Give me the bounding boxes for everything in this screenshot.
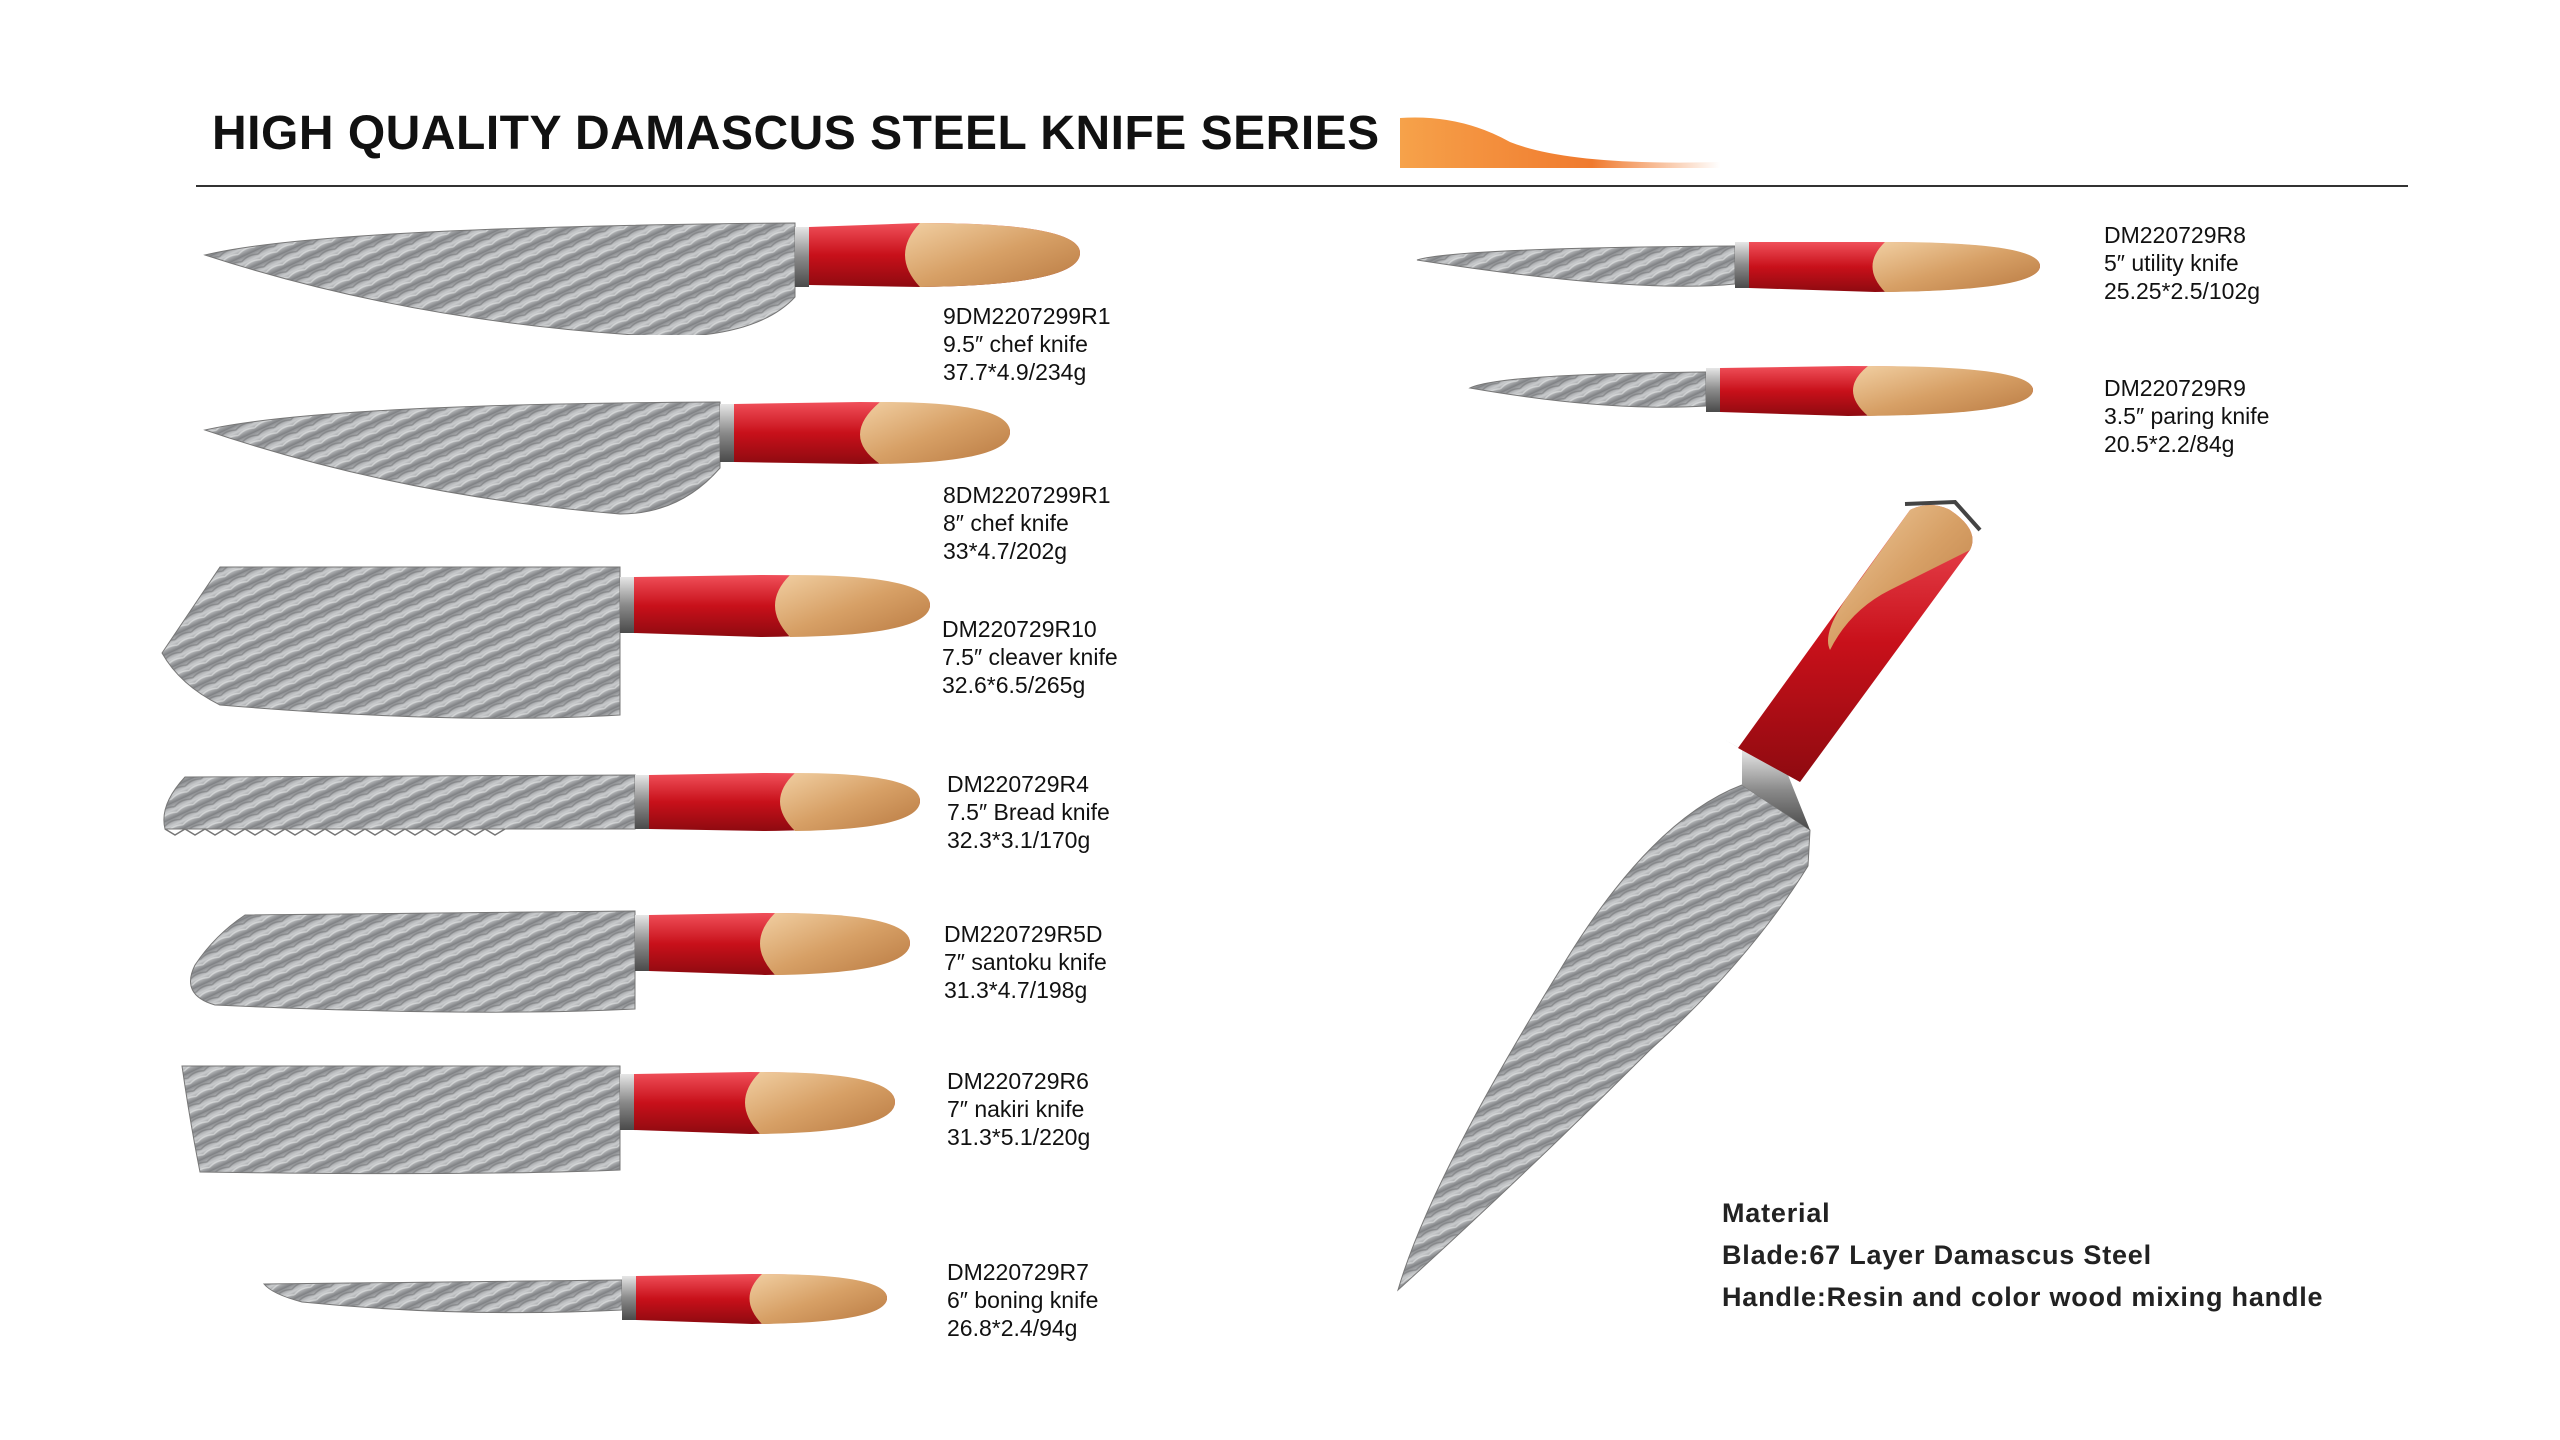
knife-spec-1: 9DM2207299R1 9.5″ chef knife 37.7*4.9/23… <box>943 302 1111 386</box>
knife-dimensions: 31.3*5.1/220g <box>947 1124 1091 1150</box>
paring-knife-icon <box>1468 362 2038 422</box>
nakiri-knife-icon <box>180 1062 900 1182</box>
page-title: HIGH QUALITY DAMASCUS STEEL KNIFE SERIES <box>212 107 1380 160</box>
knife-spec-5: DM220729R5D 7″ santoku knife 31.3*4.7/19… <box>944 920 1107 1004</box>
utility-knife-icon <box>1415 238 2045 298</box>
knife-name: 8″ chef knife <box>943 510 1069 536</box>
knife-model: 8DM2207299R1 <box>943 482 1111 508</box>
knife-spec-4: DM220729R4 7.5″ Bread knife 32.3*3.1/170… <box>947 770 1110 854</box>
knife-name: 3.5″ paring knife <box>2104 403 2270 429</box>
chef-knife-icon <box>200 215 1090 335</box>
knife-spec-7: DM220729R7 6″ boning knife 26.8*2.4/94g <box>947 1258 1098 1342</box>
header-divider <box>196 185 2408 187</box>
knife-model: DM220729R9 <box>2104 375 2246 401</box>
knife-dimensions: 20.5*2.2/84g <box>2104 431 2235 457</box>
material-handle: Handle:Resin and color wood mixing handl… <box>1722 1282 2324 1312</box>
knife-dimensions: 33*4.7/202g <box>943 538 1068 564</box>
bread-knife-icon <box>155 765 925 845</box>
knife-name: 7″ nakiri knife <box>947 1096 1085 1122</box>
knife-spec-2: 8DM2207299R1 8″ chef knife 33*4.7/202g <box>943 481 1111 565</box>
knife-model: DM220729R6 <box>947 1068 1089 1094</box>
material-info: Material Blade:67 Layer Damascus Steel H… <box>1722 1192 2323 1318</box>
santoku-knife-icon <box>175 905 915 1025</box>
chef-knife-icon <box>200 396 1020 516</box>
material-heading: Material <box>1722 1198 1831 1228</box>
decorative-wave <box>1400 117 1720 168</box>
knife-dimensions: 25.25*2.5/102g <box>2104 278 2261 304</box>
knife-dimensions: 32.3*3.1/170g <box>947 827 1091 853</box>
knife-spec-9: DM220729R9 3.5″ paring knife 20.5*2.2/84… <box>2104 374 2269 458</box>
knife-dimensions: 31.3*4.7/198g <box>944 977 1088 1003</box>
knife-name: 9.5″ chef knife <box>943 331 1088 357</box>
knife-name: 7.5″ Bread knife <box>947 799 1110 825</box>
knife-name: 7″ santoku knife <box>944 949 1107 975</box>
knife-model: 9DM2207299R1 <box>943 303 1111 329</box>
knife-spec-6: DM220729R6 7″ nakiri knife 31.3*5.1/220g <box>947 1067 1090 1151</box>
knife-name: 5″ utility knife <box>2104 250 2239 276</box>
knife-dimensions: 37.7*4.9/234g <box>943 359 1087 385</box>
cleaver-icon <box>160 565 940 725</box>
knife-spec-8: DM220729R8 5″ utility knife 25.25*2.5/10… <box>2104 221 2260 305</box>
knife-spec-3: DM220729R10 7.5″ cleaver knife 32.6*6.5/… <box>942 615 1118 699</box>
material-blade: Blade:67 Layer Damascus Steel <box>1722 1240 2152 1270</box>
knife-name: 7.5″ cleaver knife <box>942 644 1118 670</box>
knife-name: 6″ boning knife <box>947 1287 1099 1313</box>
boning-knife-icon <box>262 1268 892 1328</box>
featured-chef-knife-icon <box>1390 490 2010 1305</box>
knife-dimensions: 32.6*6.5/265g <box>942 672 1086 698</box>
knife-model: DM220729R5D <box>944 921 1103 947</box>
knife-dimensions: 26.8*2.4/94g <box>947 1315 1078 1341</box>
knife-model: DM220729R10 <box>942 616 1097 642</box>
knife-model: DM220729R4 <box>947 771 1089 797</box>
knife-model: DM220729R7 <box>947 1259 1089 1285</box>
knife-model: DM220729R8 <box>2104 222 2246 248</box>
